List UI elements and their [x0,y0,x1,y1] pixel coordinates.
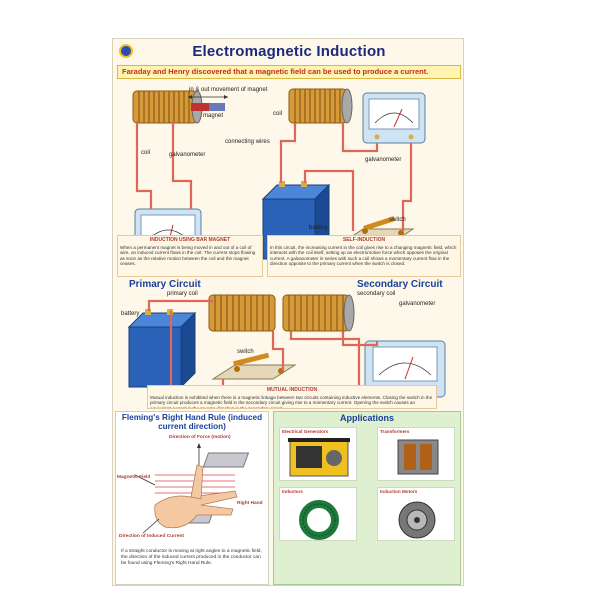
switch-2 [211,352,297,380]
box-self-induction: SELF-INDUCTION In this circuit, the incr… [267,235,461,277]
label-galvanometer-left: galvanometer [169,152,206,158]
section2-diagram [127,294,446,398]
label-movement: in & out movement of magnet [189,87,268,93]
hand [154,464,238,529]
label-switch-1: switch [389,217,406,223]
box-bar-magnet-heading: INDUCTION USING BAR MAGNET [149,237,231,243]
box-bar-magnet-text: When a permanent magnet is being moved i… [120,244,256,267]
fleming-diagram [134,443,250,534]
app-label: Electrical Generators [282,429,329,434]
intro-banner: Faraday and Henry discovered that a magn… [117,65,461,79]
label-primary-coil: primary coil [167,291,198,297]
fleming-title: Fleming's Right Hand Rule (induced curre… [121,413,263,431]
generator-icon [288,438,350,477]
galvanometer-right [362,92,426,144]
right-coil [288,88,353,124]
box-self-induction-text: In this circuit, the increasing current … [270,244,457,267]
poster-title: Electromagnetic Induction [192,43,386,60]
app-item-inductors: Inductors [279,487,357,541]
app-label: Transformers [380,429,410,434]
label-secondary-coil: secondary coil [357,291,396,297]
logo-icon [119,44,133,58]
app-item-motors: Induction Motors [377,487,455,541]
label-force: Direction of Force (motion) [169,435,231,440]
primary-coil [208,294,276,332]
box-mutual-induction-text: Mutual induction is exhibited when there… [150,394,433,409]
box-self-induction-heading: SELF-INDUCTION [342,237,386,243]
label-connecting-wires: connecting wires [225,139,270,145]
app-item-generators: Electrical Generators [279,427,357,481]
bar-magnet [188,95,228,111]
battery-2 [127,309,197,389]
poster: Electromagnetic Induction Faraday and He… [112,38,464,586]
label-galvanometer-right: galvanometer [365,157,402,163]
app-label: Inductors [282,489,303,494]
label-hand: Right Hand [237,501,263,506]
secondary-circuit-heading: Secondary Circuit [357,279,443,290]
label-current: Direction of Induced Current [119,534,185,539]
label-field: Magnetic Field [117,475,151,480]
label-galvanometer-2: galvanometer [399,301,436,307]
label-battery-2: battery [121,311,140,317]
applications-title: Applications [339,413,394,423]
primary-circuit-heading: Primary Circuit [129,279,201,290]
transformer-icon [397,439,439,475]
fleming-text: If a straight conductor is moving at rig… [119,547,265,581]
app-item-transformers: Transformers [377,427,455,481]
label-magnet: magnet [203,113,224,119]
box-mutual-induction-heading: MUTUAL INDUCTION [266,387,318,393]
secondary-coil [282,294,355,332]
label-coil-right: coil [273,111,283,117]
box-mutual-induction: MUTUAL INDUCTION Mutual induction is exh… [147,385,437,409]
inductor-icon [299,500,339,540]
box-bar-magnet: INDUCTION USING BAR MAGNET When a perman… [117,235,263,277]
motor-icon [398,501,436,539]
wires-section1 [135,121,413,231]
app-label: Induction Motors [380,489,418,494]
label-battery-1: battery [309,225,328,231]
galvanometer-secondary [364,340,446,398]
label-switch-2: switch [237,349,254,355]
label-coil-left: coil [141,150,151,156]
